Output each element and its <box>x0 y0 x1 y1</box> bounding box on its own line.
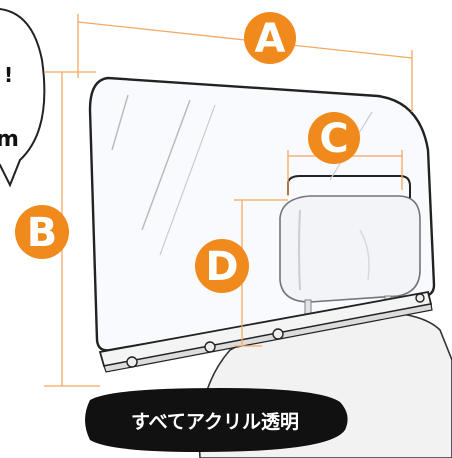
speech-bubble: ! m <box>0 8 46 188</box>
dimension-label-c-text: C <box>319 116 348 162</box>
dimension-label-b: B <box>15 205 69 259</box>
dimension-label-d: D <box>195 239 249 293</box>
dimension-label-a-text: A <box>255 16 286 62</box>
dimension-label-a: A <box>244 12 296 64</box>
dimension-label-c: C <box>308 112 360 164</box>
dimension-label-d-text: D <box>205 244 238 290</box>
dimension-label-b-text: B <box>27 210 58 256</box>
speech-bubble-line2: m <box>0 127 19 152</box>
material-caption-text: すべてアクリル透明 <box>131 411 299 433</box>
material-caption: すべてアクリル透明 <box>85 388 348 452</box>
speech-bubble-line1: ! <box>4 63 13 87</box>
